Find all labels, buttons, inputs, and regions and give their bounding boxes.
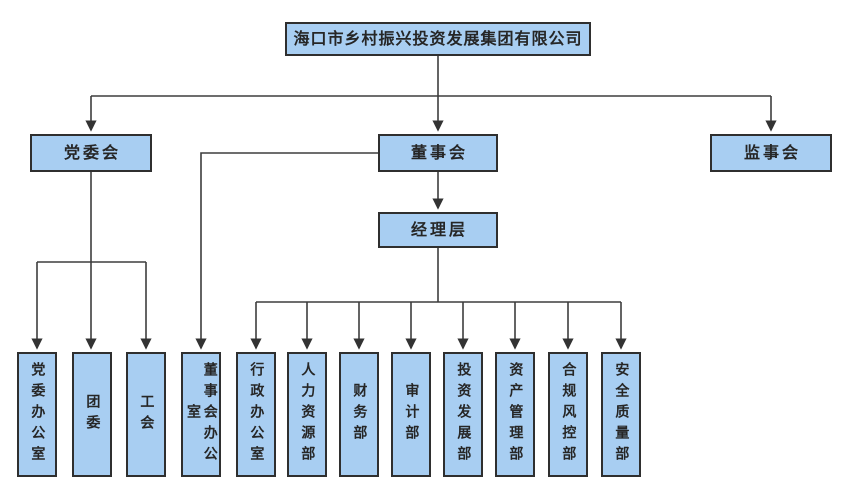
org-node-management-layer: 经理层 xyxy=(378,212,498,248)
dept-investment-development: 投资发展部 xyxy=(443,352,483,477)
org-node-party-committee: 党委会 xyxy=(30,134,152,172)
dept-human-resources: 人力资源部 xyxy=(287,352,327,477)
dept-safety-quality: 安全质量部 xyxy=(601,352,641,477)
org-node-root: 海口市乡村振兴投资发展集团有限公司 xyxy=(285,22,591,56)
dept-asset-management: 资产管理部 xyxy=(495,352,535,477)
dept-board-office: 董事会办公室 xyxy=(181,352,221,477)
org-node-supervisory-board: 监事会 xyxy=(710,134,832,172)
dept-youth-league: 团委 xyxy=(72,352,112,477)
dept-party-committee-office: 党委办公室 xyxy=(17,352,57,477)
org-node-board-of-directors: 董事会 xyxy=(378,134,498,172)
dept-admin-office: 行政办公室 xyxy=(236,352,276,477)
dept-compliance-risk-control: 合规风控部 xyxy=(548,352,588,477)
dept-labor-union: 工会 xyxy=(126,352,166,477)
dept-audit: 审计部 xyxy=(391,352,431,477)
dept-finance: 财务部 xyxy=(339,352,379,477)
